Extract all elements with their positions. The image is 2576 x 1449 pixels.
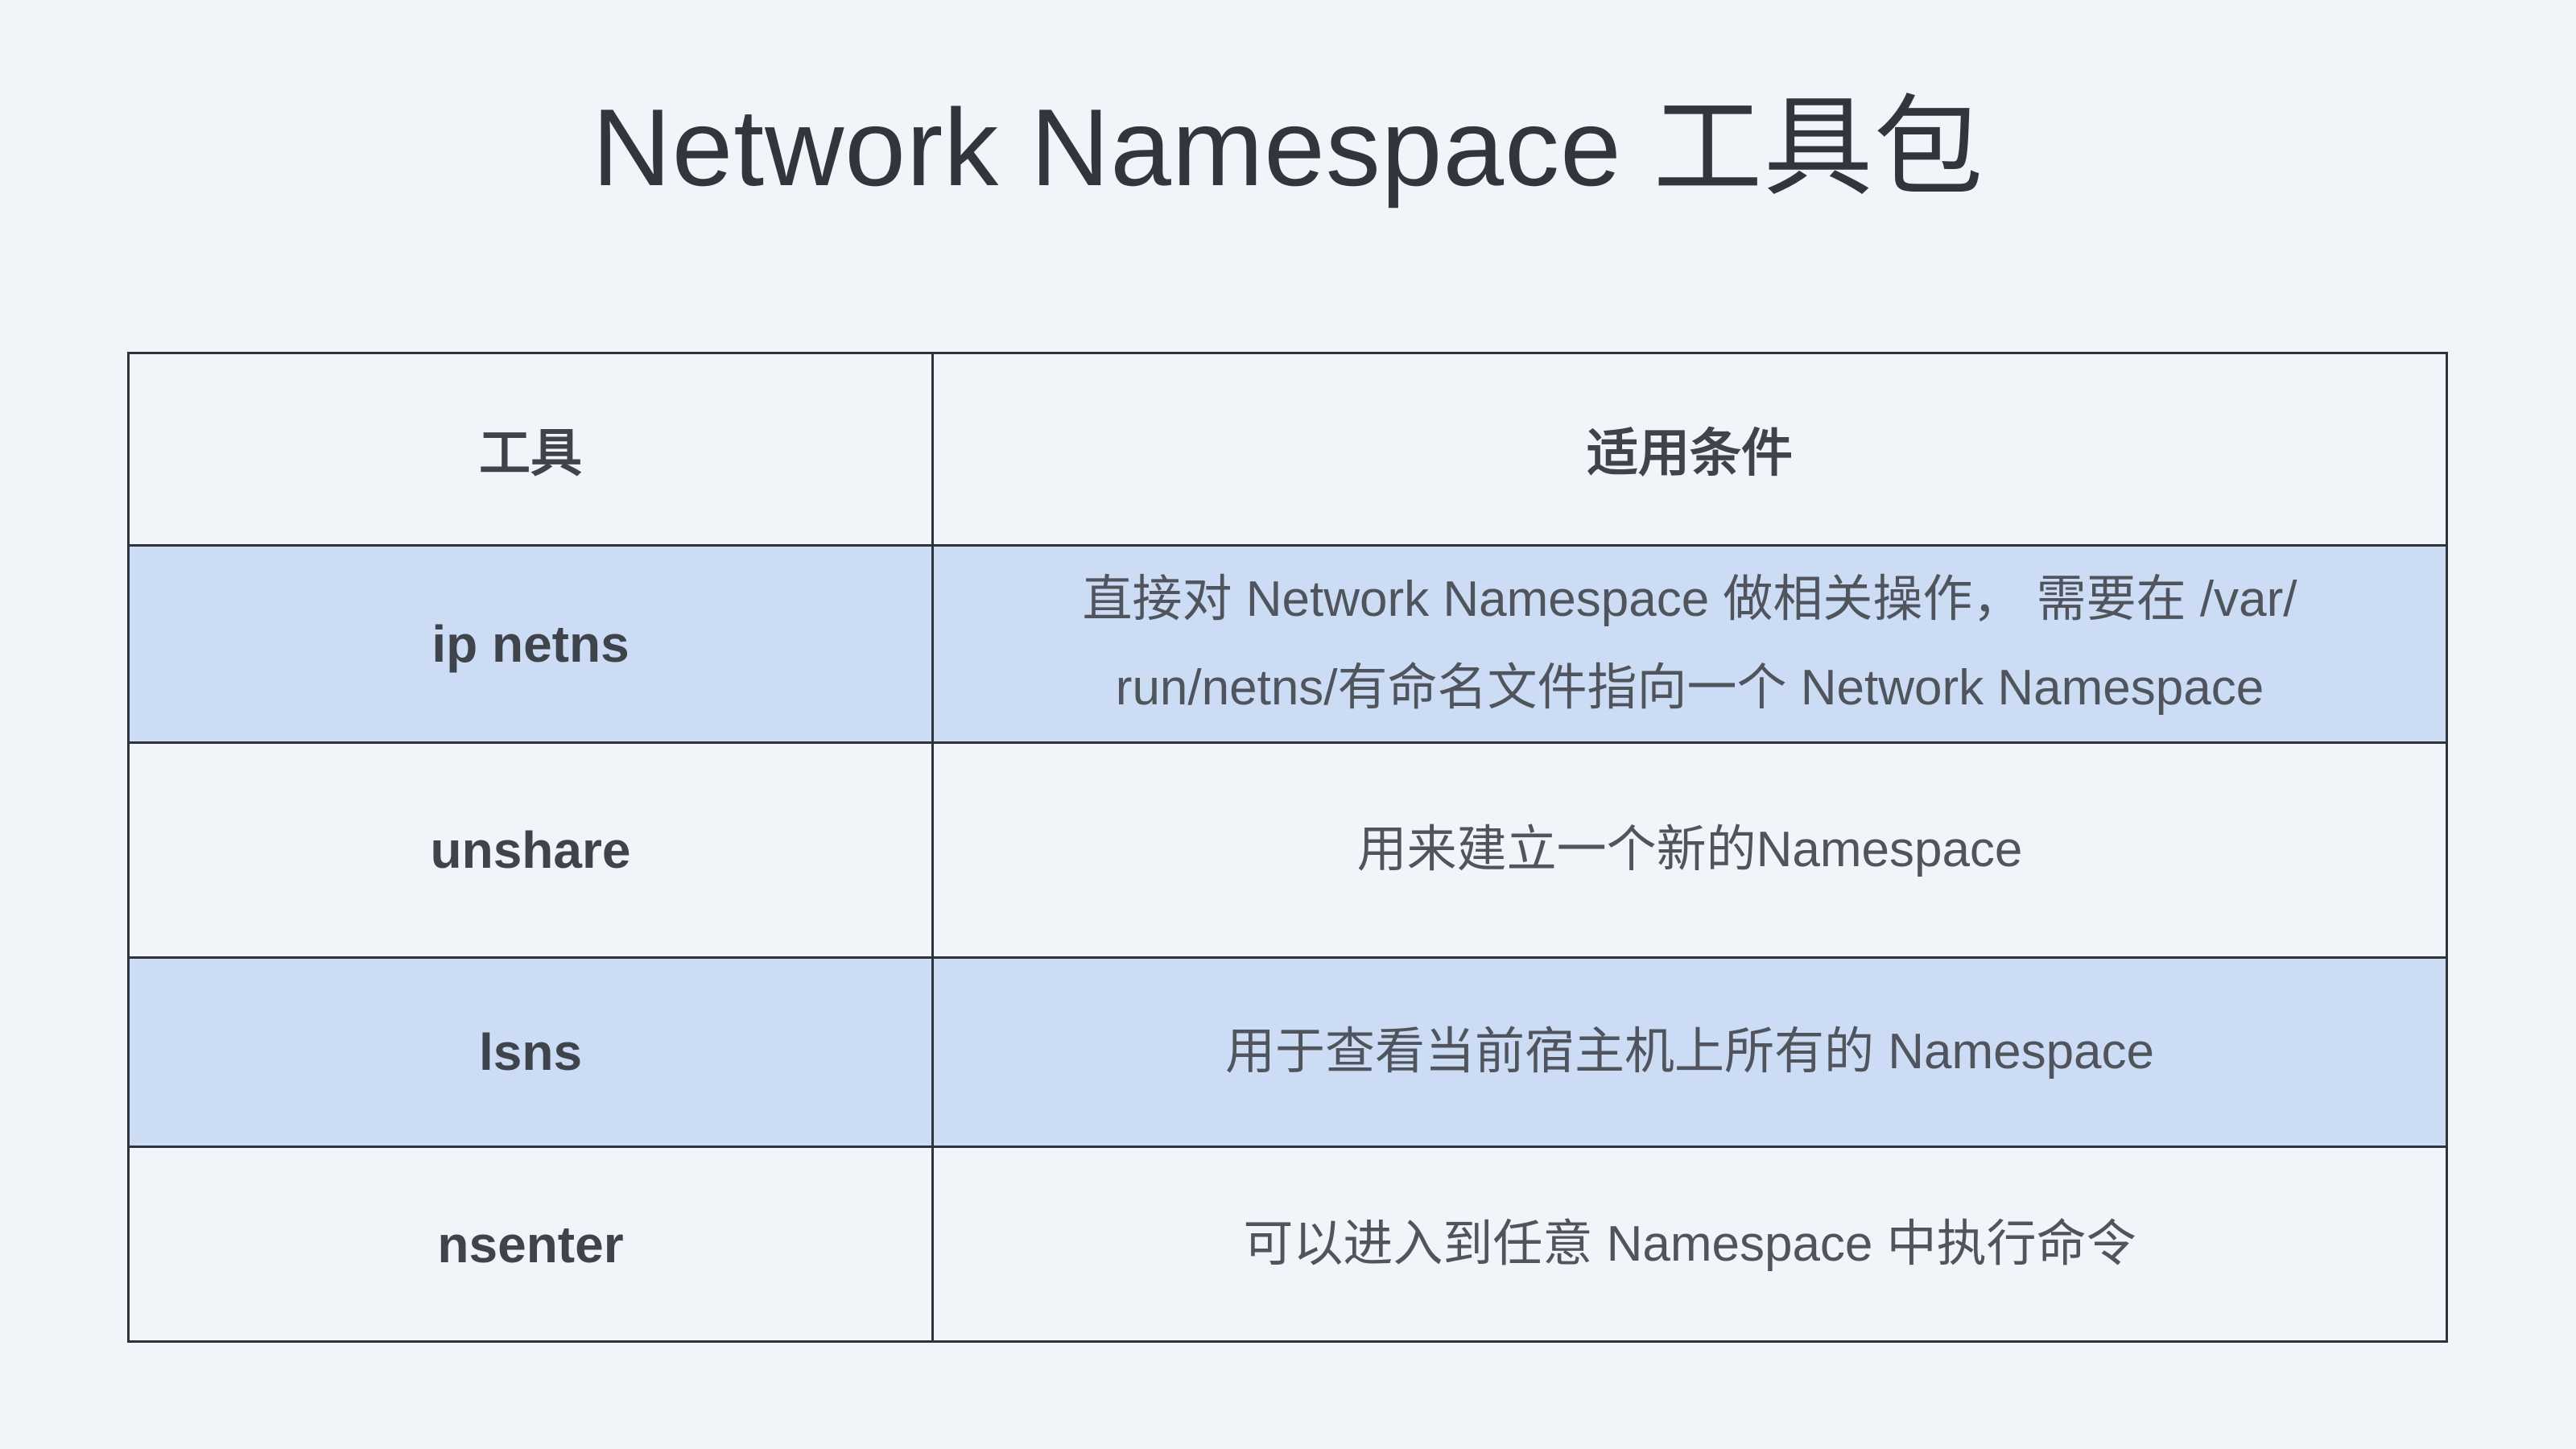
tool-name-cell: nsenter <box>127 1146 934 1343</box>
table-row-unshare: unshare 用来建立一个新的Namespace <box>127 741 2448 959</box>
tool-name-cell: ip netns <box>127 544 934 744</box>
table-header-row: 工具 适用条件 <box>127 352 2448 547</box>
table-row-nsenter: nsenter 可以进入到任意 Namespace 中执行命令 <box>127 1146 2448 1343</box>
page-title: Network Namespace 工具包 <box>592 86 1984 208</box>
table-row-ip-netns: ip netns 直接对 Network Namespace 做相关操作， 需要… <box>127 544 2448 744</box>
condition-cell: 用于查看当前宿主机上所有的 Namespace <box>931 956 2448 1148</box>
tools-table: 工具 适用条件 ip netns 直接对 Network Namespace 做… <box>127 352 2448 1343</box>
condition-cell: 直接对 Network Namespace 做相关操作， 需要在 /var/ r… <box>931 544 2448 744</box>
tool-name-cell: lsns <box>127 956 934 1148</box>
header-cell-tool: 工具 <box>127 352 934 547</box>
condition-cell: 可以进入到任意 Namespace 中执行命令 <box>931 1146 2448 1343</box>
condition-cell: 用来建立一个新的Namespace <box>931 741 2448 959</box>
header-cell-condition: 适用条件 <box>931 352 2448 547</box>
table-row-lsns: lsns 用于查看当前宿主机上所有的 Namespace <box>127 956 2448 1148</box>
tool-name-cell: unshare <box>127 741 934 959</box>
